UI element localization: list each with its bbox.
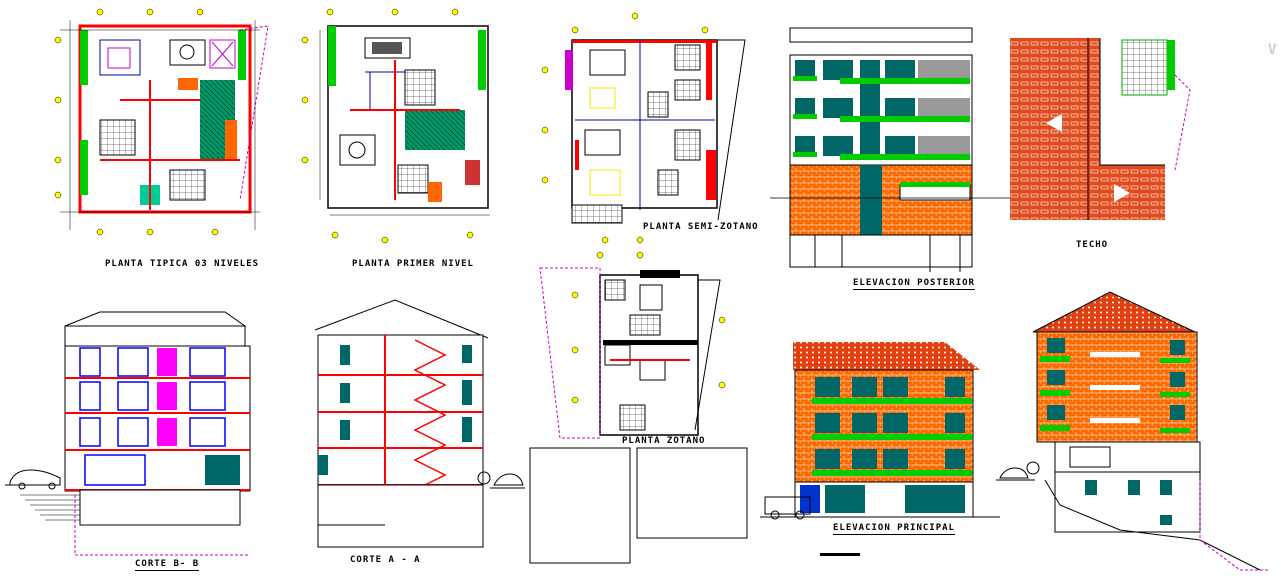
label-elevacion-principal: ELEVACION PRINCIPAL (833, 523, 955, 535)
elevation-lateral (996, 291, 1270, 571)
label-techo: TECHO (1076, 240, 1109, 250)
schedule-tables (529, 447, 748, 564)
label-planta-semi-zotano: PLANTA SEMI-ZOTANO (643, 222, 759, 232)
corner-text: V (1268, 42, 1278, 58)
label-corte-bb: CORTE B- B (135, 559, 200, 571)
label-elevacion-posterior: ELEVACION POSTERIOR (853, 278, 975, 290)
label-corte-aa: CORTE A - A (350, 555, 421, 565)
techo-roof-plan (1010, 38, 1191, 220)
elevation-posterior (770, 27, 1010, 272)
plan-primer-nivel (301, 8, 490, 244)
elevation-principal (760, 342, 1000, 520)
plan-zotano (539, 251, 726, 439)
label-planta-primer-nivel: PLANTA PRIMER NIVEL (352, 259, 474, 269)
scale-bar (820, 553, 860, 556)
plan-semi-zotano (541, 12, 746, 244)
plan-tipica (54, 8, 269, 236)
label-planta-tipica: PLANTA TIPICA 03 NIVELES (105, 259, 260, 269)
section-corte-bb (5, 311, 251, 556)
label-planta-zotano: PLANTA ZOTANO (622, 436, 706, 446)
section-corte-aa (314, 299, 525, 548)
